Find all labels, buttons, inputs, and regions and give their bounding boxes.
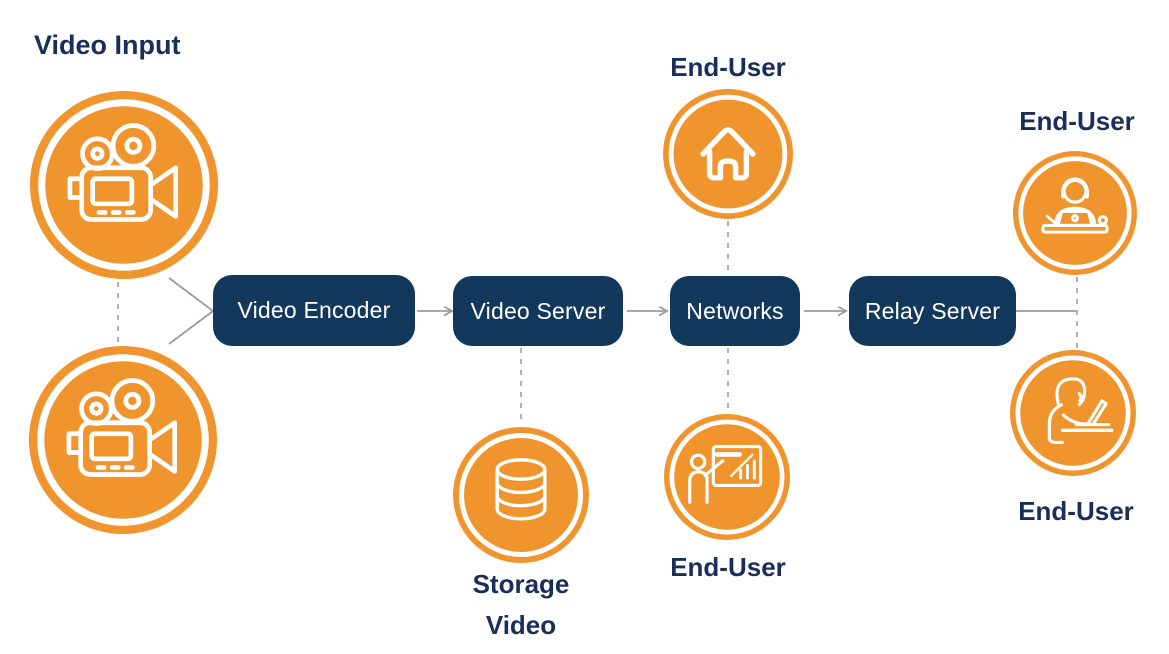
video-server-box-label: Video Server [470,297,606,324]
networks-box: Networks [670,276,800,346]
networks-box-label: Networks [686,297,784,324]
storage-video-label-line1: Storage [472,569,570,599]
user-laptop-headset-icon [1013,151,1137,275]
relay-server-box: Relay Server [849,276,1016,346]
end-user-laptop-headset-node [1013,151,1137,275]
video-camera-icon [30,91,218,279]
end-user-presentation-node [664,414,790,540]
storage-video-label-line2: Video [485,610,557,640]
home-icon [663,89,793,219]
end-user-bottom-label: End-User [670,552,786,582]
video-encoder-box: Video Encoder [213,275,415,346]
storage-video-node [453,427,589,563]
database-icon [453,427,589,563]
relay-server-box-label: Relay Server [864,297,1001,324]
video-input-node-bottom [29,346,217,534]
video-server-box: Video Server [453,276,623,346]
end-user-top-label: End-User [670,52,786,82]
connector-cameras-to-encoder-chevron [168,277,215,345]
video-input-node-top [30,91,218,279]
video-encoder-box-label: Video Encoder [237,297,391,323]
video-input-label: Video Input [34,30,181,60]
presentation-chart-icon [664,414,790,540]
storage-video-label: Storage Video [421,564,621,646]
end-user-laptop-node [1010,350,1136,476]
video-camera-icon [29,346,217,534]
end-user-right-bottom-label: End-User [1018,496,1134,526]
user-laptop-icon [1010,350,1136,476]
end-user-right-top-label: End-User [1019,106,1135,136]
end-user-home-node [663,89,793,219]
